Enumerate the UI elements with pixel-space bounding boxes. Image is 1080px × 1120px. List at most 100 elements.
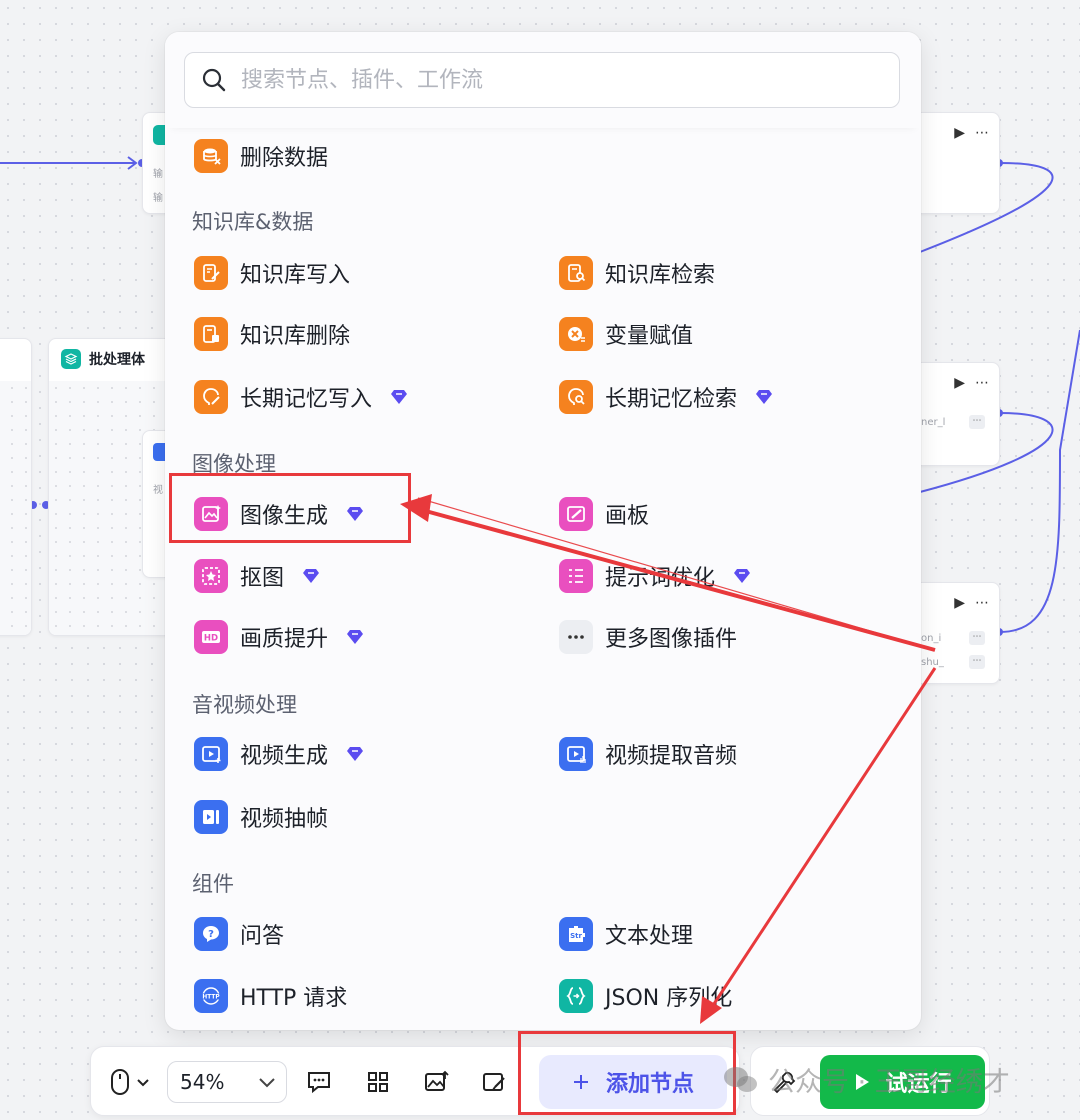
premium-gem-icon <box>734 569 751 583</box>
node-item-image-generate[interactable]: 图像生成 <box>194 494 364 534</box>
more-icon <box>559 620 593 654</box>
zoom-select[interactable]: 54% <box>167 1061 287 1103</box>
database-delete-icon <box>194 139 228 173</box>
node-item-label: 抠图 <box>240 566 285 591</box>
svg-text:HTTP: HTTP <box>202 995 220 1001</box>
video-audio-icon <box>559 737 593 771</box>
memory-search-icon <box>559 380 593 414</box>
video-frame-icon <box>194 800 228 834</box>
string-icon: Str <box>559 917 593 951</box>
interaction-mode-dropdown[interactable] <box>105 1067 155 1097</box>
premium-gem-icon <box>347 630 364 644</box>
search-header <box>165 32 921 128</box>
node-item-label: 知识库检索 <box>605 263 716 288</box>
add-node-button[interactable]: 添加节点 <box>539 1055 727 1109</box>
node-item-label: 视频抽帧 <box>240 807 329 832</box>
search-icon <box>202 68 226 92</box>
plus-icon <box>573 1075 588 1089</box>
node-item-video-generate[interactable]: 视频生成 <box>194 734 364 774</box>
knowledge-delete-icon <box>194 317 228 351</box>
svg-text:?: ? <box>208 929 214 940</box>
canvas-board-icon <box>559 497 593 531</box>
hd-icon: HD <box>194 620 228 654</box>
memory-write-icon <box>194 380 228 414</box>
http-icon: HTTP <box>194 979 228 1013</box>
premium-gem-icon <box>391 390 408 404</box>
node-item-qa[interactable]: ? 问答 <box>194 914 284 954</box>
image-generate-icon <box>194 497 228 531</box>
add-node-panel: 删除数据 知识库&数据 知识库写入 知识库检索 知识库删除 变量赋值 长期记忆写… <box>165 32 921 1030</box>
port-more-icon[interactable]: ⋯ <box>969 415 985 429</box>
search-box[interactable] <box>184 52 900 108</box>
node-item-video-audio[interactable]: 视频提取音频 <box>559 734 737 774</box>
node-item-prompt-optimize[interactable]: 提示词优化 <box>559 556 751 596</box>
image-export-button[interactable] <box>421 1067 451 1097</box>
port-more-icon[interactable]: ⋯ <box>969 631 985 645</box>
layout-button[interactable] <box>363 1067 393 1097</box>
node-item-knowledge-search[interactable]: 知识库检索 <box>559 253 715 293</box>
more-icon[interactable]: ⋯ <box>975 125 989 141</box>
node-item-knowledge-delete[interactable]: 知识库删除 <box>194 314 350 354</box>
chevron-down-icon <box>137 1079 149 1087</box>
node-item-label: 视频提取音频 <box>605 744 738 769</box>
layer-stack-icon <box>61 349 81 369</box>
variable-assign-icon <box>559 317 593 351</box>
play-icon <box>856 1074 870 1090</box>
svg-text:Str: Str <box>570 932 582 940</box>
node-item-label: 长期记忆检索 <box>605 387 738 412</box>
node-item-memory-write[interactable]: 长期记忆写入 <box>194 377 408 417</box>
node-item-label: 画板 <box>605 504 650 529</box>
node-item-label: 知识库写入 <box>240 263 351 288</box>
node-item-json-serialize[interactable]: JSON 序列化 <box>559 976 732 1016</box>
premium-gem-icon <box>347 507 364 521</box>
node-item-video-frame[interactable]: 视频抽帧 <box>194 797 328 837</box>
node-item-label: 知识库删除 <box>240 324 351 349</box>
port-more-icon[interactable]: ⋯ <box>969 655 985 669</box>
knowledge-search-icon <box>559 256 593 290</box>
search-input[interactable] <box>241 67 899 93</box>
section-title-components: 组件 <box>192 872 234 896</box>
section-title-knowledge: 知识库&数据 <box>192 210 314 234</box>
more-icon[interactable]: ⋯ <box>975 595 989 611</box>
play-icon[interactable]: ▶ <box>954 595 965 611</box>
node-item-label: 视频生成 <box>240 744 329 769</box>
more-icon[interactable]: ⋯ <box>975 375 989 391</box>
batch-node-header: 批处理体 <box>49 339 177 379</box>
wrench-icon <box>773 1071 796 1094</box>
node-item-memory-search[interactable]: 长期记忆检索 <box>559 377 773 417</box>
note-button[interactable] <box>479 1067 509 1097</box>
play-icon[interactable]: ▶ <box>954 375 965 391</box>
node-item-hd-upscale[interactable]: HD 画质提升 <box>194 617 364 657</box>
section-title-media: 音视频处理 <box>192 693 297 717</box>
node-item-label: 更多图像插件 <box>605 627 738 652</box>
bottom-toolbar: 54% 添加节点 <box>90 1046 740 1116</box>
test-run-button[interactable]: 试运行 <box>820 1055 985 1109</box>
premium-gem-icon <box>303 569 320 583</box>
node-item-label: 变量赋值 <box>605 324 694 349</box>
node-item-cutout[interactable]: 抠图 <box>194 556 320 596</box>
node-item-more-image-plugins[interactable]: 更多图像插件 <box>559 617 737 657</box>
node-item-label: 长期记忆写入 <box>240 387 373 412</box>
svg-text:HD: HD <box>204 634 218 644</box>
node-item-text-processing[interactable]: Str 文本处理 <box>559 914 693 954</box>
premium-gem-icon <box>347 747 364 761</box>
node-item-delete-data[interactable]: 删除数据 <box>194 136 328 176</box>
test-run-label: 试运行 <box>885 1072 952 1097</box>
node-item-label: HTTP 请求 <box>240 986 348 1011</box>
node-item-canvas-board[interactable]: 画板 <box>559 494 649 534</box>
note-edit-icon <box>483 1073 505 1091</box>
comment-button[interactable] <box>304 1067 334 1097</box>
play-icon[interactable]: ▶ <box>954 125 965 141</box>
section-title-image: 图像处理 <box>192 452 276 476</box>
json-icon <box>559 979 593 1013</box>
node-item-label: 文本处理 <box>605 924 694 949</box>
node-item-knowledge-write[interactable]: 知识库写入 <box>194 253 350 293</box>
knowledge-write-icon <box>194 256 228 290</box>
node-item-http-request[interactable]: HTTP HTTP 请求 <box>194 976 347 1016</box>
comment-icon <box>308 1072 330 1094</box>
canvas-node-left[interactable] <box>0 338 32 636</box>
node-item-variable-assign[interactable]: 变量赋值 <box>559 314 693 354</box>
debug-tools-button[interactable] <box>769 1067 799 1097</box>
grid-layout-icon <box>368 1072 388 1092</box>
